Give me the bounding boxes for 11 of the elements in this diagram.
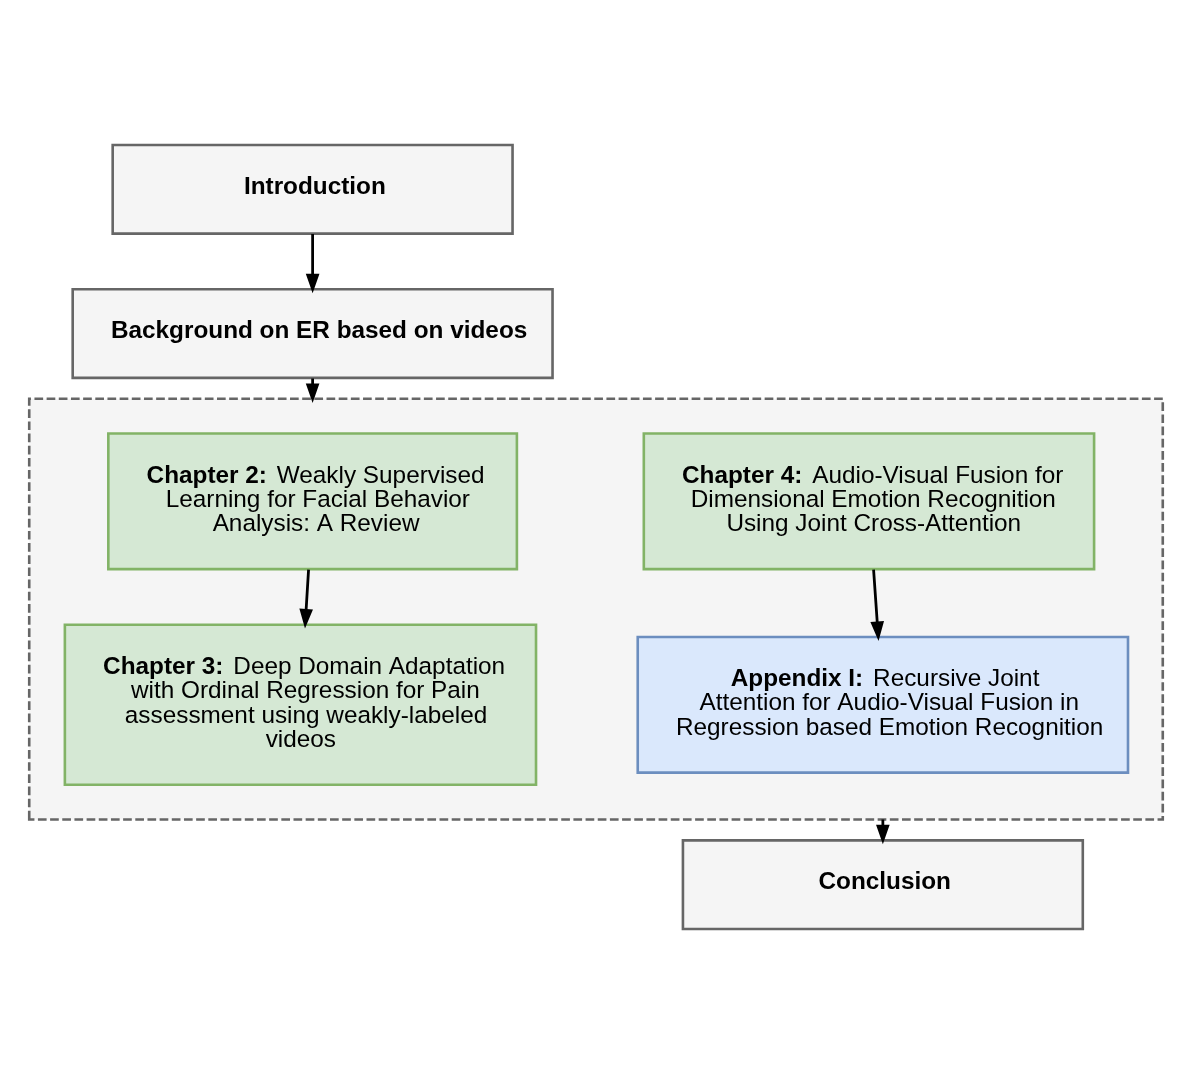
- node-box: Chapter 2: Weakly Supervised Learning for Facial Behavior Analysis: A Review: [107, 432, 519, 571]
- node-box: Background on ER based on videos: [71, 287, 554, 380]
- node-box: Appendix I: Recursive Joint Attention for Audio-Visual Fusion in Regression based Emotion Recognition: [636, 635, 1130, 774]
- arrow: [305, 234, 320, 294]
- node-box: Chapter 3: Deep Domain Adaptation with Ordinal Regression for Pain assessment using weakly-labeled videos: [63, 623, 538, 787]
- cluster: [27, 397, 1165, 821]
- arrow: [870, 569, 884, 641]
- arrow: [299, 569, 313, 629]
- node-box: Introduction: [111, 143, 514, 235]
- node-box: Chapter 4: Audio-Visual Fusion for Dimensional Emotion Recognition Using Joint Cross-Attention: [642, 432, 1096, 571]
- node-box: Conclusion: [681, 839, 1085, 931]
